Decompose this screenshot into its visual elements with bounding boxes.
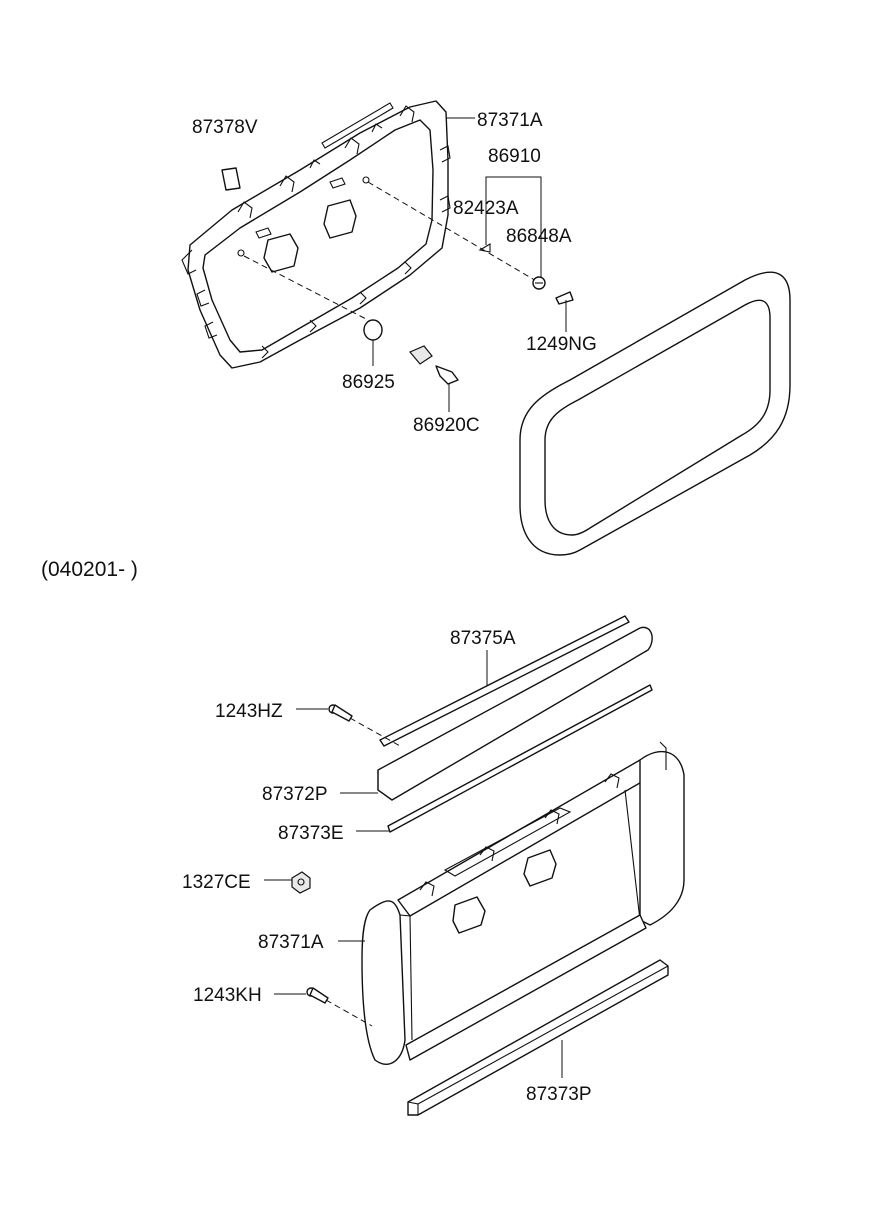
label-86848A: 86848A (506, 226, 572, 247)
large-frame-ring (519, 271, 791, 556)
leader-86910 (485, 176, 542, 277)
label-87372P: 87372P (262, 784, 328, 805)
label-86920C: 86920C (413, 415, 480, 436)
label-87375A: 87375A (450, 628, 516, 649)
label-87373P: 87373P (526, 1084, 592, 1105)
label-86925: 86925 (342, 372, 395, 393)
part-82423A-shape (478, 243, 491, 253)
label-1327CE: 1327CE (182, 872, 251, 893)
part-86925-shape (363, 319, 383, 341)
label-87373E: 87373E (278, 823, 344, 844)
garnish-frame-top (181, 100, 451, 369)
label-1249NG: 1249NG (526, 334, 597, 355)
label-82423A: 82423A (453, 198, 519, 219)
part-1327CE-shape (291, 871, 311, 894)
part-1243HZ-shape (328, 704, 353, 722)
label-86910: 86910 (488, 146, 541, 167)
garnish-87371A-bottom-shape (361, 741, 685, 1065)
label-1243HZ: 1243HZ (215, 701, 283, 722)
label-87371A-bottom: 87371A (258, 932, 324, 953)
part-86920C-shape (409, 345, 459, 385)
strip-87373E-shape (387, 684, 653, 833)
alignment-line-4 (325, 999, 373, 1027)
alignment-line-2 (367, 181, 539, 283)
label-87371A-top: 87371A (477, 110, 543, 131)
part-87378V-shape (221, 167, 241, 191)
label-1243KH: 1243KH (193, 985, 262, 1006)
part-86848A-shape (532, 276, 546, 290)
moulding-87375A-shape (377, 615, 653, 801)
upper-trim-strip (321, 102, 394, 149)
alignment-line-1 (243, 255, 369, 321)
strip-87373P-shape (407, 959, 669, 1116)
section-date-label: (040201- ) (41, 558, 138, 581)
part-1249NG-shape (555, 291, 574, 305)
part-1243KH-shape (306, 987, 329, 1004)
label-87378V: 87378V (192, 117, 258, 138)
